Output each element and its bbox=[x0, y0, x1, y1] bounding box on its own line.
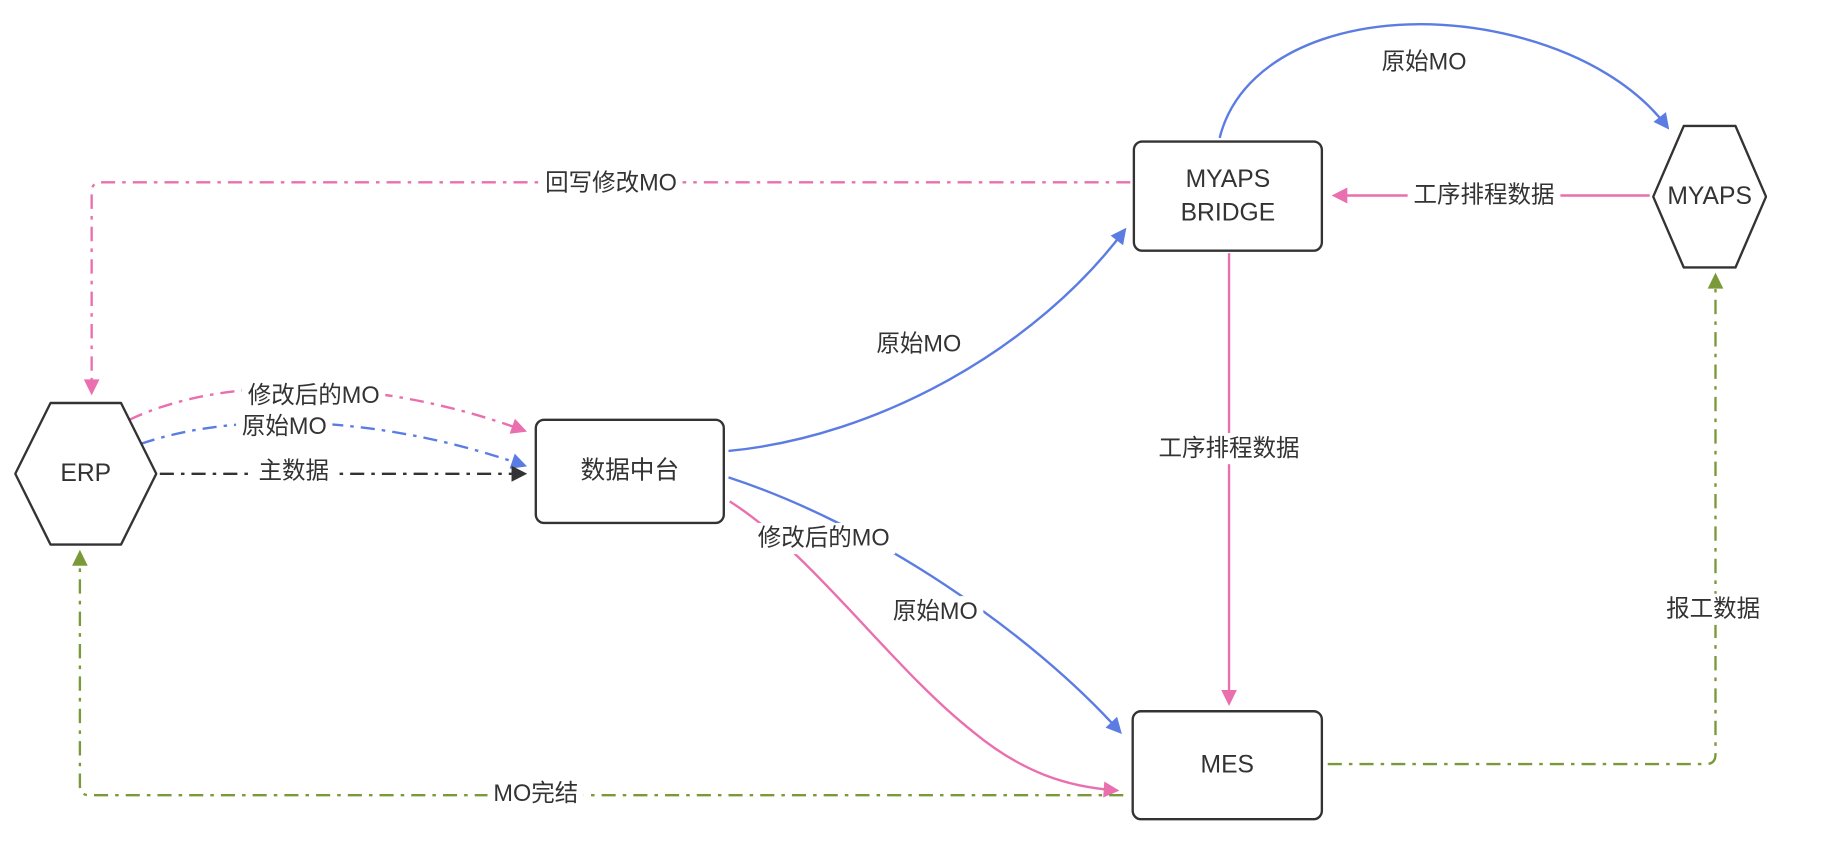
edge-label-original-mo-left: 原始MO bbox=[236, 411, 333, 443]
edge-label-master-data: 主数据 bbox=[252, 455, 335, 487]
edge-original-mo-middle bbox=[728, 227, 1127, 453]
myaps-hexagon-shape bbox=[1652, 124, 1768, 269]
edge-label-original-mo-bottom: 原始MO bbox=[886, 596, 984, 628]
node-myaps-bridge-label-line1: MYAPS bbox=[1185, 165, 1271, 194]
node-myaps-bridge: MYAPS BRIDGE bbox=[1132, 140, 1324, 252]
node-myaps: MYAPS bbox=[1652, 124, 1768, 270]
edge-label-work-report-data: 报工数据 bbox=[1660, 593, 1767, 625]
erp-hexagon-shape bbox=[14, 401, 158, 546]
edge-label-schedule-data-vertical: 工序排程数据 bbox=[1152, 432, 1306, 465]
node-erp-label: ERP bbox=[60, 459, 112, 487]
edge-mo-complete bbox=[72, 549, 1124, 797]
node-data-hub-label: 数据中台 bbox=[580, 457, 680, 485]
node-data-hub: 数据中台 bbox=[534, 418, 725, 525]
edge-label-original-mo-top: 原始MO bbox=[1375, 46, 1473, 78]
edge-work-report-data bbox=[1327, 272, 1724, 766]
edge-label-modified-mo-bottom: 修改后的MO bbox=[751, 522, 896, 555]
edge-original-mo-bottom bbox=[728, 476, 1122, 734]
edge-label-mo-complete: MO完结 bbox=[487, 778, 585, 810]
edge-label-schedule-data-right: 工序排程数据 bbox=[1407, 179, 1561, 212]
node-erp: ERP bbox=[14, 401, 158, 547]
node-myaps-label: MYAPS bbox=[1667, 182, 1752, 210]
node-mes-label: MES bbox=[1200, 751, 1255, 779]
edge-label-original-mo-middle: 原始MO bbox=[870, 328, 968, 360]
edge-original-mo-left bbox=[140, 421, 528, 469]
edge-label-modified-mo-left: 修改后的MO bbox=[241, 380, 386, 412]
node-myaps-bridge-label-line2: BRIDGE bbox=[1180, 198, 1276, 227]
node-mes: MES bbox=[1131, 710, 1324, 821]
edge-label-writeback-modified-mo: 回写修改MO bbox=[539, 167, 683, 200]
edge-writeback-modified-mo bbox=[83, 181, 1131, 396]
edge-original-mo-top bbox=[1218, 23, 1670, 139]
